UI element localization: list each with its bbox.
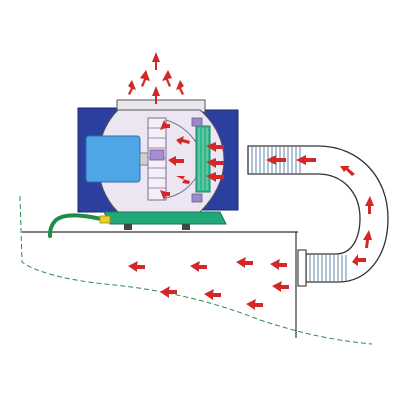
filter-clip-bottom — [191, 193, 203, 203]
dashed-contour-line — [19, 195, 373, 345]
airflow-arrow-icon — [160, 120, 170, 130]
duct-ribs-bottom — [309, 255, 347, 281]
airflow-arrow-icon — [352, 254, 366, 266]
airflow-arrow-icon — [363, 230, 372, 248]
airflow-arrow-icon — [206, 172, 224, 182]
airflow-arrow-icon — [140, 70, 150, 87]
airflow-arrow-icon — [204, 289, 221, 300]
airflow-arrow-icon — [190, 261, 207, 272]
base-foot-left — [124, 224, 132, 230]
drain-hose — [48, 213, 108, 238]
airflow-arrow-icon — [160, 190, 170, 200]
hose-nozzle — [99, 215, 111, 224]
airflow-arrow-icon — [270, 259, 287, 270]
airflow-arrows — [128, 52, 374, 310]
airflow-arrow-icon — [152, 86, 160, 104]
workbench-outline — [22, 231, 298, 338]
base-foot-right — [182, 224, 190, 230]
airflow-arrow-icon — [152, 52, 160, 70]
airflow-arrow-icon — [168, 156, 184, 166]
airflow-arrow-icon — [176, 176, 190, 184]
airflow-arrow-icon — [340, 166, 355, 176]
airflow-arrow-icon — [160, 286, 177, 298]
airflow-arrow-icon — [266, 155, 286, 165]
duct-body — [247, 145, 389, 283]
airflow-arrow-icon — [176, 136, 190, 145]
motor-icon — [85, 135, 141, 183]
airflow-arrow-icon — [365, 196, 374, 214]
airflow-arrow-icon — [176, 80, 184, 95]
fan-blade-icon — [147, 117, 167, 201]
bench-inlet-flange — [297, 249, 307, 287]
filter-clip-top — [191, 117, 203, 127]
airflow-arrow-icon — [162, 70, 172, 87]
flexible-duct — [247, 145, 389, 287]
motor-shaft — [139, 152, 149, 166]
dust-collector-unit — [77, 99, 239, 230]
airflow-arrow-icon — [272, 281, 289, 292]
airflow-arrow-icon — [246, 299, 263, 310]
airflow-arrow-icon — [236, 257, 253, 268]
filter-icon — [195, 125, 211, 193]
airflow-arrow-icon — [206, 142, 224, 152]
airflow-arrow-icon — [206, 158, 224, 168]
airflow-arrow-icon — [128, 80, 136, 95]
airflow-arrow-icon — [128, 261, 145, 272]
airflow-arrow-icon — [296, 155, 316, 165]
base-platform — [103, 211, 227, 225]
